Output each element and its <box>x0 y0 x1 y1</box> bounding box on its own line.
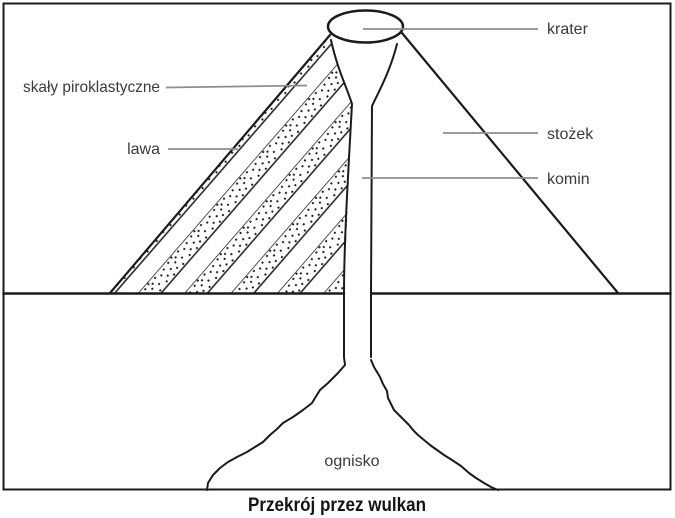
crater-ellipse <box>326 9 405 44</box>
magma-chamber-left-outline <box>206 356 346 491</box>
crater-label: krater <box>547 21 589 38</box>
pyroclastic-rocks-label: skały piroklastyczne <box>23 79 160 96</box>
chimney-right-wall <box>370 43 398 358</box>
lava-label: lawa <box>127 141 160 158</box>
cone-label: stożek <box>547 126 594 143</box>
magma-chamber-right-outline <box>370 359 499 491</box>
pyroclastic-leader-line <box>165 84 308 89</box>
chimney-label: komin <box>547 171 590 188</box>
diagram-frame <box>2 2 672 491</box>
strata-layers <box>110 35 352 293</box>
magma-chamber-label: ognisko <box>324 453 379 470</box>
chimney-left-wall <box>330 39 353 358</box>
right-flank-line <box>400 31 620 295</box>
left-flank-line <box>108 33 332 295</box>
figure-caption: Przekrój przez wulkan <box>248 495 426 516</box>
